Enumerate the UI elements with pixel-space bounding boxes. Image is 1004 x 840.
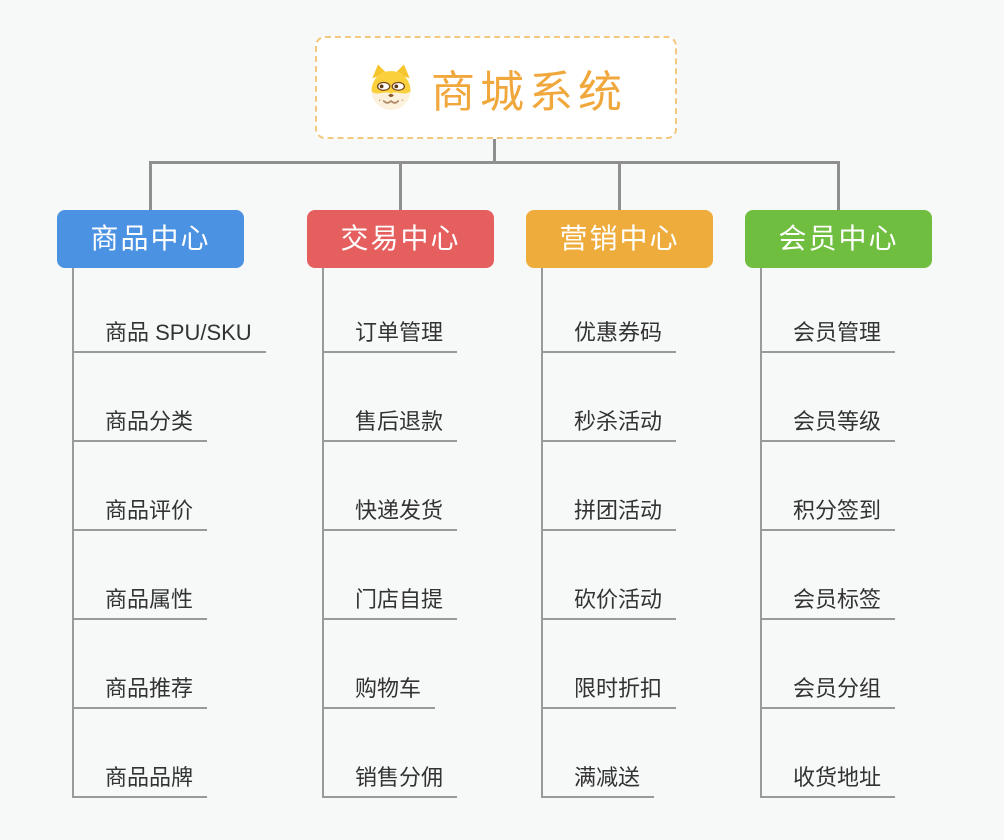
branch-spine (760, 268, 762, 798)
leaf-node[interactable]: 门店自提 (322, 582, 458, 620)
root-node[interactable]: 商城系统 (315, 36, 677, 139)
branch-node-4[interactable]: 会员中心 (745, 210, 932, 268)
leaf-node[interactable]: 优惠券码 (541, 315, 677, 353)
leaf-node[interactable]: 收货地址 (760, 760, 896, 798)
connector-branch-drop (399, 161, 402, 210)
leaf-node[interactable]: 购物车 (322, 671, 436, 709)
leaf-node[interactable]: 快递发货 (322, 493, 458, 531)
leaf-node[interactable]: 积分签到 (760, 493, 896, 531)
leaf-node[interactable]: 会员管理 (760, 315, 896, 353)
leaf-node[interactable]: 满减送 (541, 760, 655, 798)
leaf-node[interactable]: 商品分类 (72, 404, 208, 442)
leaf-node[interactable]: 拼团活动 (541, 493, 677, 531)
leaf-node[interactable]: 限时折扣 (541, 671, 677, 709)
connector-root-stem (492, 139, 496, 164)
root-title: 商城系统 (431, 67, 627, 117)
branch-spine (322, 268, 324, 798)
branch-node-1[interactable]: 商品中心 (57, 210, 244, 268)
branch-spine (541, 268, 543, 798)
connector-branch-drop (618, 161, 621, 210)
leaf-node[interactable]: 砍价活动 (541, 582, 677, 620)
leaf-node[interactable]: 销售分佣 (322, 760, 458, 798)
branch-node-3[interactable]: 营销中心 (526, 210, 713, 268)
leaf-node[interactable]: 会员等级 (760, 404, 896, 442)
connector-top-bar (149, 161, 840, 164)
doge-icon (371, 63, 411, 110)
leaf-node[interactable]: 售后退款 (322, 404, 458, 442)
leaf-node[interactable]: 订单管理 (322, 315, 458, 353)
connector-branch-drop (837, 161, 840, 210)
branch-node-2[interactable]: 交易中心 (307, 210, 494, 268)
leaf-node[interactable]: 会员标签 (760, 582, 896, 620)
leaf-node[interactable]: 商品推荐 (72, 671, 208, 709)
branch-spine (72, 268, 74, 798)
leaf-node[interactable]: 秒杀活动 (541, 404, 677, 442)
leaf-node[interactable]: 会员分组 (760, 671, 896, 709)
leaf-node[interactable]: 商品品牌 (72, 760, 208, 798)
leaf-node[interactable]: 商品属性 (72, 582, 208, 620)
leaf-node[interactable]: 商品 SPU/SKU (72, 315, 266, 353)
connector-branch-drop (149, 161, 152, 210)
leaf-node[interactable]: 商品评价 (72, 493, 208, 531)
